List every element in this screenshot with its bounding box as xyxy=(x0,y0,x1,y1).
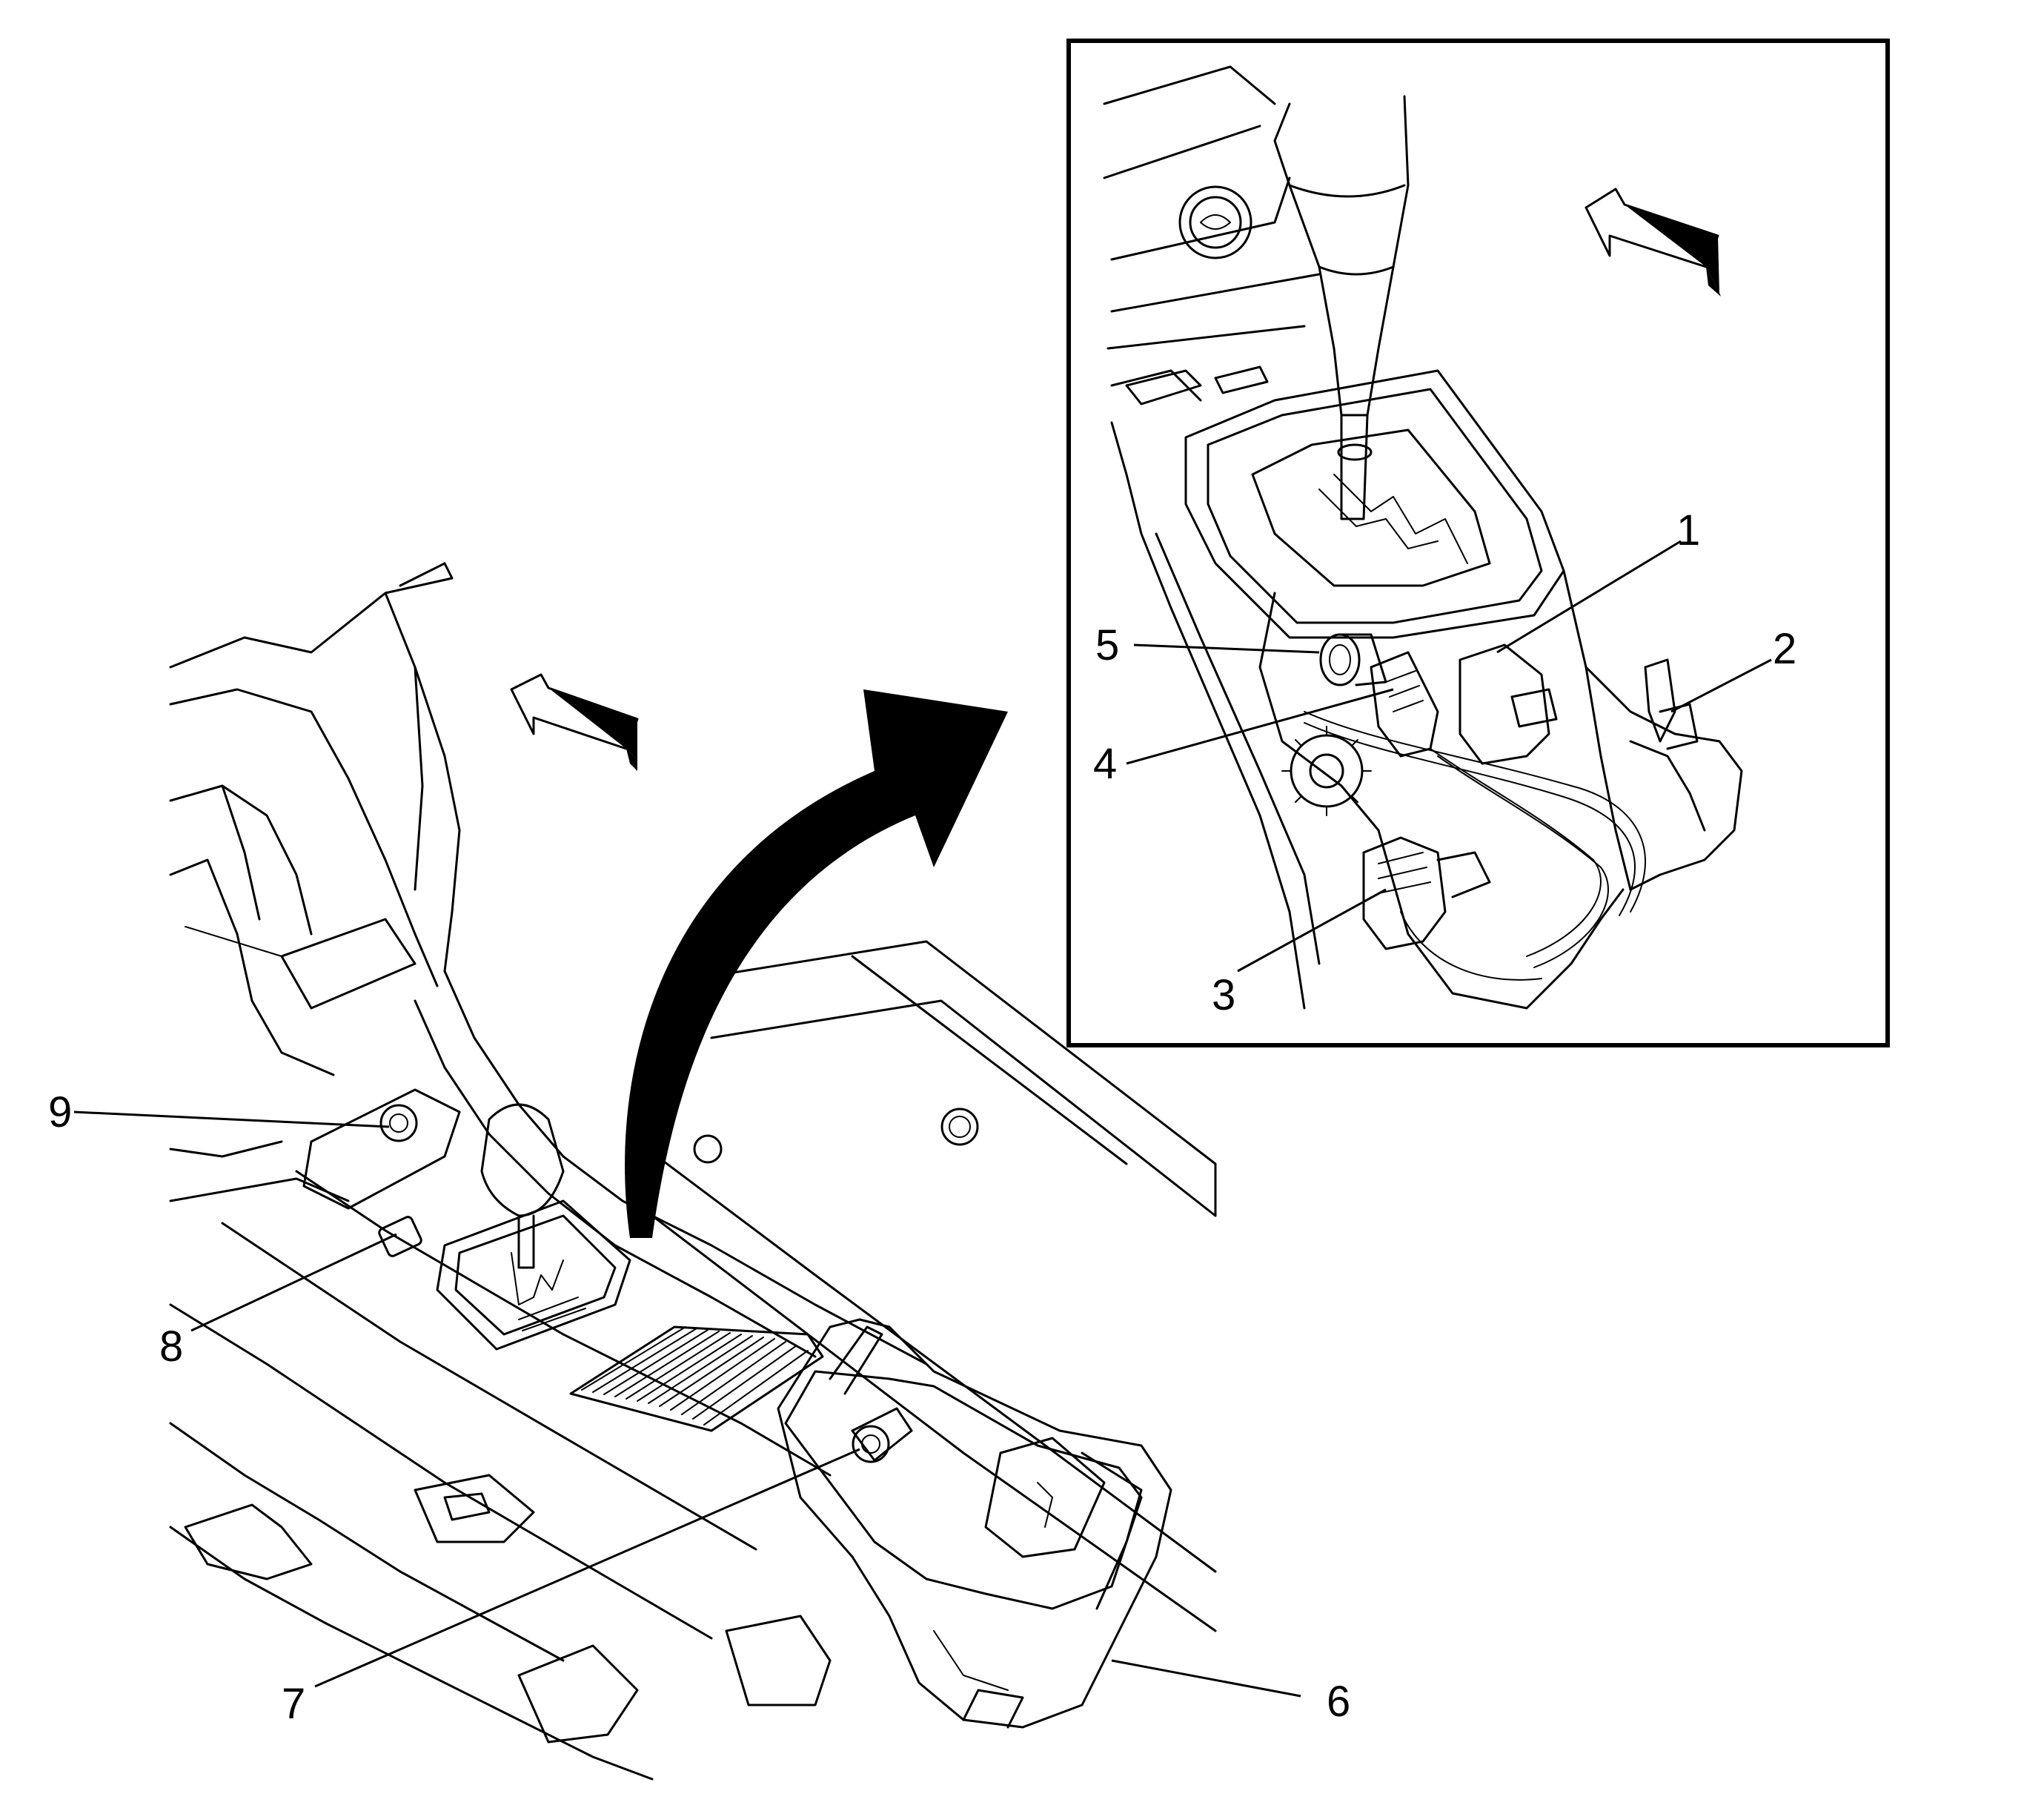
leader-9 xyxy=(73,1110,390,1128)
leader-4 xyxy=(1126,688,1394,765)
front-arrow-inset xyxy=(1585,188,1721,297)
curved-detail-arrow xyxy=(625,689,1008,1238)
leader-3 xyxy=(1237,888,1387,973)
callout-9: 9 xyxy=(48,1088,72,1136)
callout-2: 2 xyxy=(1773,625,1796,673)
detail-inset xyxy=(1066,39,1890,1047)
callout-labels: 1 2 3 4 5 6 7 8 9 xyxy=(48,506,1796,1728)
main-console-view xyxy=(169,562,1217,1781)
leader-2 xyxy=(1670,658,1772,713)
callout-5: 5 xyxy=(1095,621,1119,669)
callout-1: 1 xyxy=(1676,506,1700,554)
leader-1 xyxy=(1496,540,1682,654)
callout-4: 4 xyxy=(1093,740,1117,788)
leader-8 xyxy=(190,1233,397,1332)
callout-7: 7 xyxy=(282,1680,305,1728)
callout-8: 8 xyxy=(159,1322,183,1371)
front-arrow-main xyxy=(510,673,639,771)
leader-7 xyxy=(314,1448,860,1688)
callout-6: 6 xyxy=(1327,1678,1350,1726)
leader-6 xyxy=(1111,1659,1301,1698)
leader-5 xyxy=(1133,643,1320,654)
leader-lines xyxy=(73,540,1772,1698)
callout-3: 3 xyxy=(1212,971,1235,1019)
